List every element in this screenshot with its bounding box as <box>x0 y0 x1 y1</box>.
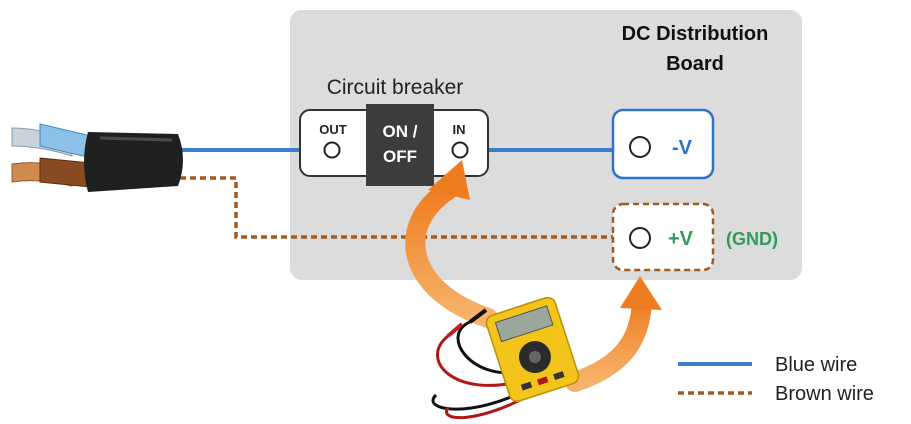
positive-terminal-gnd-note: (GND) <box>726 229 778 249</box>
circuit-breaker: ON / OFF OUT IN <box>299 104 489 186</box>
legend-blue-label: Blue wire <box>775 354 857 376</box>
breaker-in-terminal <box>451 141 469 159</box>
probe-arrow-icon <box>405 160 498 328</box>
breaker-out-label: OUT <box>319 122 347 137</box>
negative-terminal-post <box>629 136 651 158</box>
board-title-line1: DC Distribution <box>622 23 769 45</box>
breaker-switch-label-line2: OFF <box>383 147 417 166</box>
negative-terminal: -V <box>611 108 715 180</box>
negative-terminal-label: -V <box>672 137 693 159</box>
breaker-in-label: IN <box>453 122 466 137</box>
legend-brown-label: Brown wire <box>775 383 874 405</box>
multimeter-icon <box>431 296 580 420</box>
cable-icon <box>11 123 183 192</box>
positive-terminal: +V <box>611 202 715 272</box>
breaker-switch-label-line1: ON / <box>383 122 418 141</box>
breaker-out-terminal <box>323 141 341 159</box>
board-title-line2: Board <box>666 53 724 75</box>
positive-terminal-post <box>629 227 651 249</box>
legend: Blue wire Brown wire <box>678 354 874 405</box>
breaker-switch <box>366 104 434 186</box>
probe-arrow-icon <box>565 276 662 392</box>
positive-terminal-label: +V <box>668 228 694 250</box>
circuit-breaker-label: Circuit breaker <box>327 76 464 99</box>
